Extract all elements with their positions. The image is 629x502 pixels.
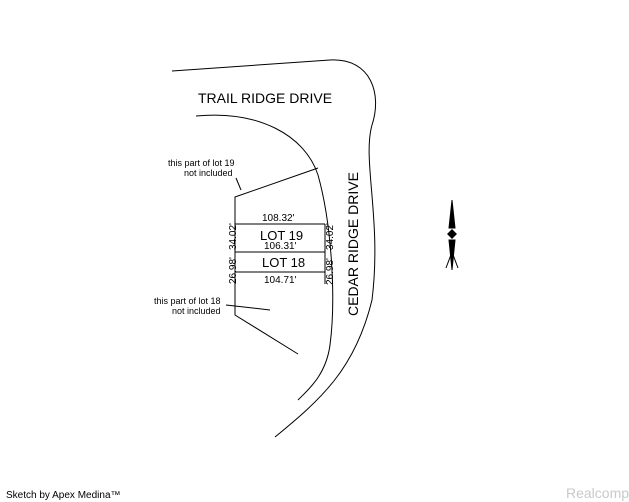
lot-18-note-line-1: this part of lot 18	[154, 296, 221, 306]
lot-18-note-leader	[225, 304, 271, 311]
lot-19-note-line-2: not included	[184, 168, 233, 178]
lot-19-note-leader	[235, 177, 242, 191]
road-edge-outer	[171, 59, 376, 438]
lot-19-note-line-1: this part of lot 19	[168, 158, 235, 168]
north-arrow-upper	[448, 199, 456, 229]
street-cedar-ridge: CEDAR RIDGE DRIVE	[345, 172, 361, 316]
note-leaders	[225, 177, 271, 311]
parcel-outline	[234, 167, 319, 355]
north-arrow-barb-right	[451, 251, 459, 269]
lot-18-left-dimension: 26.98'	[228, 257, 239, 284]
road-outlines	[171, 59, 376, 438]
sketch-credit: Sketch by Apex Medina™	[6, 490, 121, 501]
lot-19-left-dimension: 34.02'	[228, 223, 239, 250]
lot-19-bottom-dimension: 106.31'	[264, 241, 297, 252]
lot-18-right-dimension: 26.98'	[325, 258, 336, 285]
north-arrow-icon	[445, 199, 459, 271]
road-edge-inner	[195, 114, 334, 401]
lot-18-bottom-dimension: 104.71'	[264, 275, 297, 286]
north-arrow-center	[447, 229, 457, 239]
lot-boundaries	[234, 167, 326, 355]
realcomp-watermark: Realcomp	[566, 485, 629, 501]
street-trail-ridge: TRAIL RIDGE DRIVE	[198, 90, 332, 106]
north-arrow-barb-left	[445, 251, 453, 269]
lot-19-label: LOT 19	[260, 228, 303, 243]
lot-19-top-dimension: 108.32'	[262, 213, 295, 224]
lot-18-note-line-2: not included	[172, 306, 221, 316]
north-arrow-lower	[448, 239, 456, 271]
lot-19-right-dimension: 34.02'	[325, 223, 336, 250]
lot-18-label: LOT 18	[262, 255, 305, 270]
